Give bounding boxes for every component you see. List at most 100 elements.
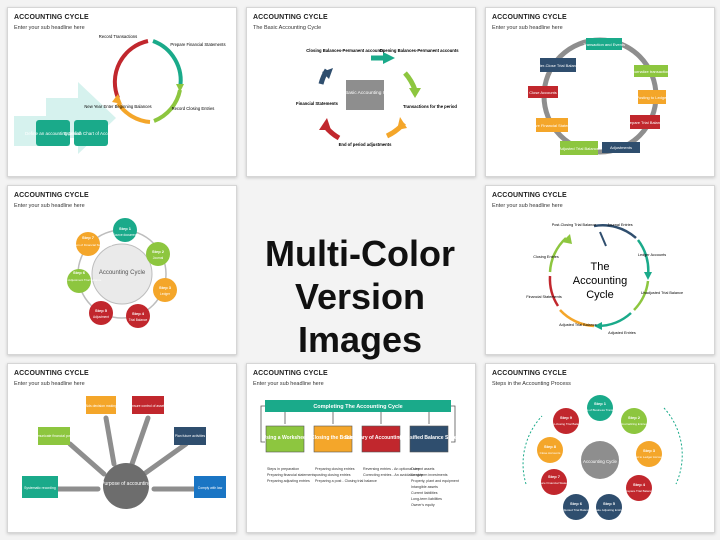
svg-text:Property, plant and equipment: Property, plant and equipment	[411, 479, 459, 483]
svg-text:Step 3: Step 3	[159, 285, 172, 290]
slide-title: ACCOUNTING CYCLE	[14, 192, 89, 199]
svg-text:Ledger Accounts: Ledger Accounts	[638, 253, 666, 257]
svg-text:Current assets: Current assets	[411, 467, 435, 471]
svg-text:Close Accounts: Close Accounts	[529, 90, 557, 95]
diagram-box-cycle: Transaction and Events Journalize transa…	[526, 37, 672, 155]
svg-text:Balance Adjustment Trial Balan: Balance Adjustment Trial Balance	[57, 278, 102, 282]
slide-subtitle: Enter your sub headline here	[492, 25, 563, 31]
banner	[265, 400, 451, 412]
svg-text:Step 1: Step 1	[119, 226, 132, 231]
slide-title: ACCOUNTING CYCLE	[492, 192, 567, 199]
svg-text:Classified Balance Sheet: Classified Balance Sheet	[399, 435, 459, 441]
svg-text:After-Close Trial Balance: After-Close Trial Balance	[536, 63, 581, 68]
diagram-arrow-cycle: The Accounting Cycle Post-Closing Trial …	[526, 223, 683, 335]
svg-text:Step 5: Step 5	[95, 308, 108, 313]
center-line-1: The	[591, 261, 610, 273]
thumbnail-slide-6[interactable]: ACCOUNTING CYCLE Enter your sub headline…	[7, 363, 237, 533]
svg-text:Journal: Journal	[153, 256, 164, 260]
slide-title: ACCOUNTING CYCLE	[253, 370, 328, 377]
svg-text:Systematic recording: Systematic recording	[24, 486, 56, 490]
svg-text:Step 2: Step 2	[628, 415, 641, 420]
svg-text:Adjusted Trial Balance: Adjusted Trial Balance	[561, 508, 591, 512]
establish-box	[74, 120, 108, 146]
svg-text:posting closing entries: posting closing entries	[315, 473, 351, 477]
thumbnail-slide-2[interactable]: ACCOUNTING CYCLE The Basic Accounting Cy…	[246, 7, 476, 177]
slide-subtitle: Enter your sub headline here	[253, 381, 324, 387]
closing-label: Closing Balances-Permanent accounts	[306, 48, 384, 53]
svg-text:Close Accounts: Close Accounts	[540, 451, 561, 455]
svg-text:Posting to Ledger: Posting to Ledger	[636, 95, 668, 100]
svg-text:Adjusted Trial Balance: Adjusted Trial Balance	[559, 146, 600, 151]
arrow-orange	[385, 121, 406, 139]
thumbnail-slide-1[interactable]: ACCOUNTING CYCLE Enter your sub headline…	[7, 7, 237, 177]
svg-text:Step 4: Step 4	[132, 311, 145, 316]
svg-text:Adjustment: Adjustment	[93, 315, 109, 319]
svg-text:Intangible assets: Intangible assets	[411, 485, 438, 489]
svg-text:Step 8: Step 8	[544, 444, 557, 449]
svg-text:Closing Entries: Closing Entries	[533, 255, 559, 259]
svg-text:Prepare Trial Balance: Prepare Trial Balance	[626, 120, 665, 125]
svg-text:Step 3: Step 3	[643, 448, 656, 453]
svg-text:Preparing a post - Closing tri: Preparing a post - Closing trial balance	[315, 479, 377, 483]
svg-text:Adjustments: Adjustments	[610, 145, 632, 150]
center-label: Accounting Cycle	[99, 270, 146, 276]
svg-text:Adjusted Entries: Adjusted Entries	[608, 331, 636, 335]
svg-text:Current liabilities: Current liabilities	[411, 491, 438, 495]
svg-text:Step 6: Step 6	[570, 501, 583, 506]
thumbnail-slide-3[interactable]: ACCOUNTING CYCLE Enter your sub headline…	[485, 7, 715, 177]
define-label: Define an accounting period	[25, 131, 82, 136]
financial-label: Financial Statements	[296, 101, 339, 106]
slide-title: ACCOUNTING CYCLE	[253, 14, 328, 21]
svg-text:Adjusted Trial Balance: Adjusted Trial Balance	[559, 323, 597, 327]
center-label: Purpose of accounting	[101, 481, 151, 487]
svg-text:Long-term investments: Long-term investments	[411, 473, 448, 477]
slide-subtitle: Enter your sub headline here	[14, 203, 85, 209]
slide-subtitle: Enter your sub headline here	[14, 381, 85, 387]
opening-label: Opening Balances-Permanent accounts	[379, 48, 459, 53]
svg-text:Step 7: Step 7	[82, 235, 95, 240]
caption-line-1: Multi-Color	[265, 233, 455, 274]
diagram-completing-cycle: Completing The Accounting Cycle Using a …	[260, 400, 459, 507]
svg-text:Prepare Financial Statements: Prepare Financial Statements	[526, 123, 579, 128]
closing-label: Record Closing Entries	[172, 106, 215, 111]
slide-subtitle: Steps in the Accounting Process	[492, 381, 571, 387]
svg-text:Unadjusted Trial Balance: Unadjusted Trial Balance	[641, 291, 683, 295]
slide-title: ACCOUNTING CYCLE	[492, 14, 567, 21]
arrow-navy	[318, 68, 330, 85]
thumbnail-slide-4[interactable]: ACCOUNTING CYCLE Enter your sub headline…	[7, 185, 237, 355]
diagram-nine-steps: Accounting Cycle Step 1 Analysis of Busi…	[522, 395, 683, 520]
svg-text:Ledger: Ledger	[160, 292, 171, 296]
svg-text:Journalize transactions: Journalize transactions	[631, 69, 672, 74]
svg-text:Plan future activities: Plan future activities	[175, 434, 206, 438]
center-label: Accounting Cycle	[583, 459, 617, 464]
thumbnail-slide-7[interactable]: ACCOUNTING CYCLE Enter your sub headline…	[246, 363, 476, 533]
arc-green	[152, 39, 183, 89]
diagram-circular-cycle: Record Transactions Prepare Financial St…	[14, 34, 226, 154]
svg-text:Long-term liabilities: Long-term liabilities	[411, 497, 442, 501]
svg-text:Source document: Source document	[113, 233, 138, 237]
svg-text:Aids decision making: Aids decision making	[85, 404, 117, 408]
svg-text:Step 6: Step 6	[73, 270, 86, 275]
establish-label: Establish Chart of Accounts	[63, 131, 119, 136]
arc-red	[112, 39, 149, 99]
center-label: The Basic Accounting Cycle	[335, 90, 395, 96]
svg-text:Prepare Financial Statement: Prepare Financial Statement	[535, 481, 573, 485]
diagram-steps-wheel: Accounting Cycle Step 1 Source document …	[57, 218, 177, 328]
thumbnail-slide-5[interactable]: ACCOUNTING CYCLE Enter your sub headline…	[485, 185, 715, 355]
svg-text:Financial Statements: Financial Statements	[526, 295, 562, 299]
slide-subtitle: Enter your sub headline here	[14, 25, 85, 31]
svg-text:Preparation of Financial State: Preparation of Financial Statements	[64, 243, 112, 247]
svg-text:Using a Worksheet: Using a Worksheet	[263, 435, 308, 441]
thumbnail-slide-8[interactable]: ACCOUNTING CYCLE Steps in the Accounting…	[485, 363, 715, 533]
svg-text:Step 9: Step 9	[560, 415, 573, 420]
arrowhead	[176, 84, 184, 92]
svg-text:Post-Closing Trial Balance: Post-Closing Trial Balance	[552, 223, 597, 227]
newyear-label: New Year Enter Beginning Balances	[84, 104, 151, 109]
svg-text:Steps in preparation: Steps in preparation	[267, 467, 299, 471]
slide-title: ACCOUNTING CYCLE	[492, 370, 567, 377]
svg-text:Summary of Accounting Cycle: Summary of Accounting Cycle	[345, 435, 418, 441]
svg-text:Step 5: Step 5	[603, 501, 616, 506]
svg-text:Journalizing Entries: Journalizing Entries	[621, 422, 648, 426]
diagram-purpose-arrows: Purpose of accounting Communicate financ…	[22, 396, 226, 509]
arrowhead	[112, 94, 122, 104]
